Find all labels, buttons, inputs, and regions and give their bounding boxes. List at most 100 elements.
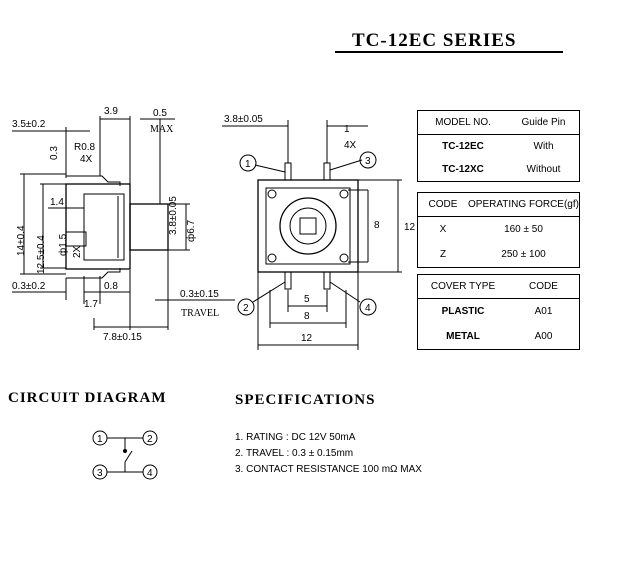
cover-header-1: COVER TYPE (430, 281, 496, 292)
label-17: 1.7 (84, 299, 98, 310)
label-phi15: ф1.5 (57, 233, 69, 256)
top-actuator-inner (289, 207, 327, 245)
side-actuator (129, 203, 169, 251)
spec-item: 3. CONTACT RESISTANCE 100 mΩ MAX (235, 464, 422, 475)
pin-circle-2 (237, 298, 255, 316)
force-header-1: CODE (428, 199, 458, 210)
table-cell: Without (526, 164, 561, 175)
label-top4x: 4X (344, 140, 357, 151)
terminal-3 (323, 162, 331, 181)
circuit-label-3: 3 (97, 468, 103, 479)
label-12v: 12 (404, 222, 416, 233)
table-cell: 160 ± 50 (504, 224, 543, 235)
terminal-2 (284, 271, 292, 290)
label-14b: 1.4 (50, 197, 64, 208)
label-67: ф6.7 (185, 219, 197, 242)
table-row: X 160 ± 50 (418, 217, 579, 242)
spec-item: 2. TRAVEL : 0.3 ± 0.15mm (235, 448, 354, 459)
table-cell: METAL (446, 331, 480, 342)
model-header-2: Guide Pin (521, 117, 566, 128)
label-14: 14±0.4 (16, 225, 27, 256)
page-title: TC-12EC SERIES (352, 30, 517, 51)
circuit-diagram (92, 430, 158, 480)
table-row: Z 250 ± 100 (418, 242, 579, 267)
pin-circle-3 (359, 151, 377, 169)
label-max: MAX (150, 124, 174, 135)
table-row: METAL A00 (418, 324, 579, 349)
table-cell: X (439, 224, 447, 235)
side-view-labels: 3.5±0.2 0.3 R0.8 4X 3.9 0.5 MAX 3.8±0.05… (12, 106, 219, 343)
circuit-label-1: 1 (97, 434, 103, 445)
pin-circle-1 (239, 154, 257, 172)
table-cell: TC-12XC (442, 164, 484, 175)
circuit-labels: 1 2 3 4 (97, 434, 153, 479)
label-08: 0.8 (104, 281, 118, 292)
label-03b: 0.3±0.2 (12, 281, 46, 292)
side-inner (83, 193, 125, 261)
label-38: 3.8±0.05 (168, 196, 179, 235)
corner-hole (267, 253, 277, 263)
label-5: 5 (304, 294, 310, 305)
label-03: 0.3 (49, 146, 60, 160)
corner-hole (267, 189, 277, 199)
terminal-4 (323, 271, 331, 290)
label-2x: 2X (72, 245, 83, 258)
label-12h: 12 (301, 333, 313, 344)
switch-contact (124, 450, 133, 463)
label-travel: TRAVEL (181, 308, 219, 319)
label-top38: 3.8±0.05 (224, 114, 263, 125)
label-35: 3.5±0.2 (12, 119, 46, 130)
table-row: TC-12XC Without (418, 158, 579, 181)
table-row: TC-12EC With (418, 135, 579, 158)
model-table-header: MODEL NO. Guide Pin (418, 111, 579, 135)
circuit-label-4: 4 (147, 468, 153, 479)
label-4x: 4X (80, 154, 93, 165)
model-header-1: MODEL NO. (435, 117, 491, 128)
pin-label-2: 2 (243, 303, 249, 314)
cover-table-header: COVER TYPE CODE (418, 275, 579, 299)
label-r08: R0.8 (74, 142, 96, 153)
force-header-2: OPERATING FORCE(gf) (468, 199, 579, 210)
label-travel-val: 0.3±0.15 (180, 289, 219, 300)
specifications-title: SPECIFICATIONS (235, 392, 376, 408)
table-cell: PLASTIC (441, 306, 485, 317)
label-05: 0.5 (153, 108, 167, 119)
cover-table: COVER TYPE CODE PLASTIC A01 METAL A00 (417, 274, 580, 350)
side-view (12, 116, 235, 330)
top-view (222, 120, 402, 350)
side-guide-pin (65, 231, 87, 247)
top-view-labels: 3.8±0.05 1 4X 8 12 5 8 12 1 2 3 4 (224, 114, 416, 344)
side-terminal-bottom (66, 268, 121, 279)
corner-hole (339, 189, 349, 199)
corner-hole (339, 253, 349, 263)
cover-header-2: CODE (529, 281, 558, 292)
top-body (257, 179, 359, 273)
pin-label-1: 1 (245, 159, 251, 170)
pin-label-3: 3 (365, 156, 371, 167)
table-cell: 250 ± 100 (501, 249, 546, 260)
table-cell: With (533, 141, 554, 152)
label-8h: 8 (304, 311, 310, 322)
circuit-diagram-title: CIRCUIT DIAGRAM (8, 390, 167, 406)
table-cell: TC-12EC (442, 141, 484, 152)
label-8v: 8 (374, 220, 380, 231)
circuit-label-2: 2 (147, 434, 153, 445)
label-39: 3.9 (104, 106, 118, 117)
force-table-header: CODE OPERATING FORCE(gf) (418, 193, 579, 217)
force-table: CODE OPERATING FORCE(gf) X 160 ± 50 Z 25… (417, 192, 580, 268)
label-78: 7.8±0.15 (103, 332, 142, 343)
table-cell: A01 (534, 306, 553, 317)
label-top1: 1 (344, 124, 350, 135)
pin-circle-4 (359, 298, 377, 316)
top-actuator-square (299, 217, 317, 235)
spec-item: 1. RATING : DC 12V 50mA (235, 432, 356, 443)
table-cell: A00 (534, 331, 553, 342)
table-cell: Z (439, 249, 447, 260)
terminal-1 (284, 162, 292, 181)
pin-label-4: 4 (365, 303, 371, 314)
top-actuator-outer (279, 197, 337, 255)
top-inner (265, 187, 351, 265)
label-125: 12.5±0.4 (36, 235, 47, 274)
title-underline (335, 51, 563, 53)
